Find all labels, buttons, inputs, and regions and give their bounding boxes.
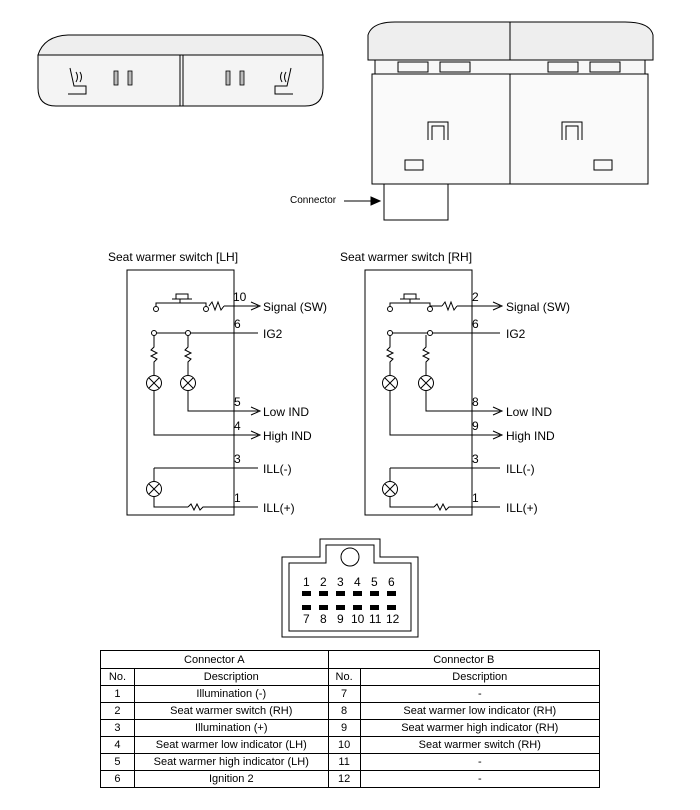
lh-pin-10-label: Signal (SW) (263, 300, 327, 314)
lh-switch-title: Seat warmer switch [LH] (108, 250, 239, 264)
table-row: 2 Seat warmer switch (RH) 8 Seat warmer … (100, 702, 601, 720)
rh-pin-3-num: 3 (472, 452, 479, 466)
col-desc-b: Description (359, 668, 601, 686)
connector-face: 1 2 3 4 5 6 7 8 9 10 11 12 (281, 538, 419, 638)
table-cell: 7 (327, 685, 361, 703)
pin-label-3: 3 (337, 575, 344, 589)
lh-pin-5-num: 5 (234, 395, 241, 409)
pin-label-8: 8 (320, 612, 327, 626)
lh-pin-1-num: 1 (234, 491, 241, 505)
rh-pin-6-num: 6 (472, 317, 479, 331)
switch-front-view (37, 21, 654, 221)
rh-pin-6-label: IG2 (506, 327, 526, 341)
switch-rear-view (367, 21, 654, 221)
connector-a-header: Connector A (100, 650, 329, 669)
indicator-leds-right (225, 70, 245, 86)
rh-switch-title: Seat warmer switch [RH] (340, 250, 473, 264)
indicator-leds-left (113, 70, 133, 86)
table-cell: 6 (100, 770, 135, 788)
table-row: 6 Ignition 2 12 - (100, 770, 601, 788)
lh-pin-10-num: 10 (233, 290, 247, 304)
table-cell: Seat warmer high indicator (LH) (133, 753, 329, 771)
table-cell: Ignition 2 (133, 770, 329, 788)
table-cell: 9 (327, 719, 361, 737)
table-cell: Illumination (-) (133, 685, 329, 703)
lh-pin-1-label: ILL(+) (263, 501, 295, 515)
table-cell: 8 (327, 702, 361, 720)
table-cell: 12 (327, 770, 361, 788)
table-cell: 2 (100, 702, 135, 720)
connector-callout-arrow (344, 196, 382, 206)
table-cell: 5 (100, 753, 135, 771)
pin-label-5: 5 (371, 575, 378, 589)
pin-label-7: 7 (303, 612, 310, 626)
rh-pin-3-label: ILL(-) (506, 462, 535, 476)
pin-label-4: 4 (354, 575, 361, 589)
table-cell: Seat warmer low indicator (LH) (133, 736, 329, 754)
rh-pin-1-num: 1 (472, 491, 479, 505)
seat-heat-icon-right (274, 67, 293, 95)
table-row: 5 Seat warmer high indicator (LH) 11 - (100, 753, 601, 771)
rh-pin-8-num: 8 (472, 395, 479, 409)
lh-schematic: 10 Signal (SW) 6 IG2 5 Low IND 4 High IN… (126, 269, 327, 516)
table-cell: - (359, 770, 601, 788)
seat-heat-icon-left (68, 67, 87, 95)
pin-label-6: 6 (388, 575, 395, 589)
rh-switch-box (364, 269, 473, 516)
connector-b-header: Connector B (327, 650, 601, 669)
lh-pin-3-label: ILL(-) (263, 462, 292, 476)
lh-pin-6-num: 6 (234, 317, 241, 331)
connector-callout-label: Connector (290, 195, 337, 206)
lh-pin-5-label: Low IND (263, 405, 309, 419)
pin-label-1: 1 (303, 575, 310, 589)
table-cell: Illumination (+) (133, 719, 329, 737)
pin-label-12: 12 (386, 612, 400, 626)
table-row: 4 Seat warmer low indicator (LH) 10 Seat… (100, 736, 601, 754)
table-cell: Seat warmer low indicator (RH) (359, 702, 601, 720)
lh-pin-3-num: 3 (234, 452, 241, 466)
table-cell: Seat warmer switch (RH) (133, 702, 329, 720)
rh-pin-2-num: 2 (472, 290, 479, 304)
table-cell: Seat warmer high indicator (RH) (359, 719, 601, 737)
table-cell: 11 (327, 753, 361, 771)
rh-pin-9-num: 9 (472, 419, 479, 433)
table-cell: 4 (100, 736, 135, 754)
col-no-b: No. (327, 668, 361, 686)
table-cell: Seat warmer switch (RH) (359, 736, 601, 754)
rh-pin-8-label: Low IND (506, 405, 552, 419)
lh-pin-4-label: High IND (263, 429, 312, 443)
pin-label-9: 9 (337, 612, 344, 626)
table-row: 3 Illumination (+) 9 Seat warmer high in… (100, 719, 601, 737)
rh-pin-9-label: High IND (506, 429, 555, 443)
pin-label-2: 2 (320, 575, 327, 589)
pin-label-10: 10 (351, 612, 365, 626)
connector-pins (302, 591, 396, 610)
rh-schematic: 2 Signal (SW) 6 IG2 8 Low IND 9 High IND… (364, 269, 570, 516)
rh-pin-1-label: ILL(+) (506, 501, 538, 515)
table-cell: 1 (100, 685, 135, 703)
pin-label-11: 11 (369, 612, 382, 626)
col-no-a: No. (100, 668, 135, 686)
table-row: 1 Illumination (-) 7 - (100, 685, 601, 703)
lh-pin-6-label: IG2 (263, 327, 283, 341)
table-cell: - (359, 753, 601, 771)
table-cell: 3 (100, 719, 135, 737)
table-cell: - (359, 685, 601, 703)
lh-switch-box (126, 269, 235, 516)
rh-pin-2-label: Signal (SW) (506, 300, 570, 314)
table-cell: 10 (327, 736, 361, 754)
col-desc-a: Description (133, 668, 329, 686)
connector-pin-table: Connector A Connector B No. Description … (100, 650, 601, 788)
lh-pin-4-num: 4 (234, 419, 241, 433)
